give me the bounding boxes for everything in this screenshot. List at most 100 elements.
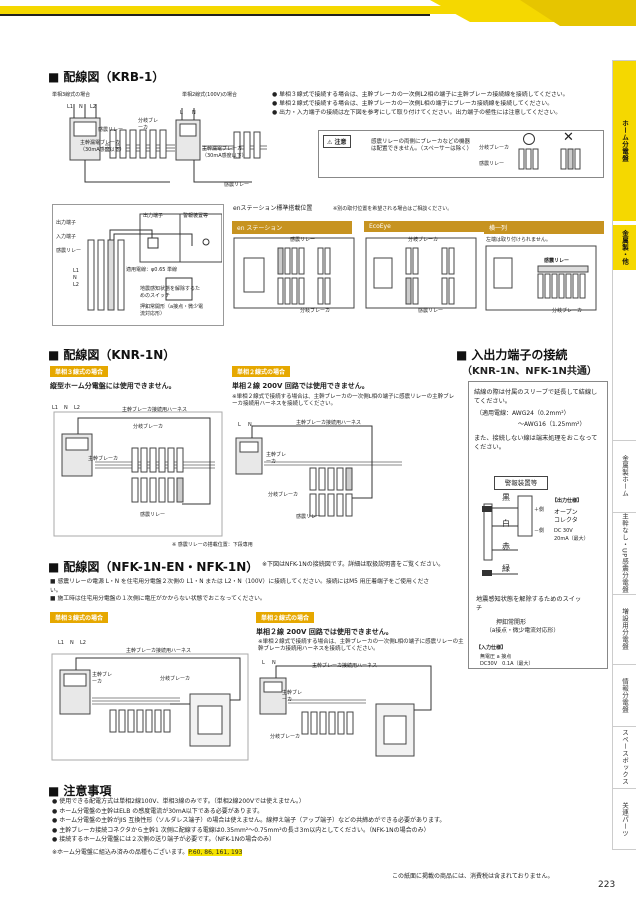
io-switch3: （a接点・微少電流対応形） <box>486 628 560 634</box>
io-subtitle: （KNR-1N、NFK-1N共通） <box>462 366 597 377</box>
en-title: enステーション標準搭載位置 <box>233 205 313 212</box>
knr2-branch: 分岐ブレーカ <box>268 492 299 498</box>
knr2-harness: 主幹ブレーカ接続用ハーネス <box>296 420 362 426</box>
side-tab-space-box[interactable]: スペースボックス <box>613 726 636 787</box>
knr-tag-3wire: 単相３線式の場合 <box>50 366 109 377</box>
krb3-label-l2: L2 <box>90 104 96 110</box>
caution-sample-diagram <box>518 148 581 170</box>
krb-terminal-l1: L1 <box>73 268 79 274</box>
knr-foot: ※ 感震リレーの搭載位置：下段専用 <box>172 542 253 548</box>
io-out-spec-2: DC 30V <box>554 528 573 534</box>
krb-2wire-diagram <box>172 100 272 190</box>
knr-2wire-diagram <box>232 418 407 528</box>
side-tab-no-main[interactable]: 主幹なし・UP感震分電盤 <box>613 512 636 593</box>
section-title-io: 入出力端子の接続 <box>456 346 567 363</box>
nfk2-main: 主幹ブレーカ <box>282 690 303 703</box>
side-tab-parts[interactable]: 关連パーツ <box>613 788 636 850</box>
krb-terminal-diagram-box <box>52 204 224 326</box>
krb3-main-label: 主幹漏電ブレーカ（30mA感度以下） <box>80 140 125 153</box>
en-note: ※別の取付位置を希望される場合はご相談ください。 <box>333 206 453 212</box>
knr3-relay: 感震リレー <box>140 512 166 518</box>
krb2-label-l: L <box>180 110 183 116</box>
io-color-green: 緑 <box>502 564 510 573</box>
caution-badge: ⚠ 注意 <box>323 135 351 148</box>
side-tab-metal-home[interactable]: 金属製ホーム <box>613 440 636 511</box>
krb3-label-n: N <box>79 104 83 110</box>
io-wiring-diagram <box>482 488 603 576</box>
io-in-spec-1: DC30V 0.1A（最大） <box>480 661 534 667</box>
krb-alarm-label: 警報装置等 <box>183 213 209 219</box>
side-tab-home-panel[interactable]: ホーム分電盤 <box>613 60 636 221</box>
krb2-label-n: N <box>192 110 196 116</box>
nfk3-l1: L1 <box>58 640 64 646</box>
knr2-relay: 感震リレー <box>296 514 322 520</box>
en-tab-row: 横一列 <box>484 221 604 234</box>
caution-text: 感震リレーの両側にブレーカなどの機器は配置できません。（スペーサーは除く） <box>371 139 473 152</box>
side-tab-expansion[interactable]: 増設用分電盤 <box>613 594 636 663</box>
nfk3-branch: 分岐ブレーカ <box>160 676 191 682</box>
nfk3-n: N <box>70 640 74 646</box>
section-title-krb: 配線図（KRB-1） <box>48 68 164 85</box>
krb2-relay-label: 感震リレー <box>224 182 250 188</box>
io-color-red: 赤 <box>502 542 510 551</box>
en-station-diagram <box>232 234 357 314</box>
krb-reset-switch2: 押釦常開形（a接点・微少電流対応形） <box>140 304 204 317</box>
io-switch1: 地震感知状態を解除するためのスイッチ <box>476 596 582 612</box>
knr3-n: N <box>64 405 68 411</box>
nfk-title-note: ※下図はNFK-1Nの接続図です。詳細は取扱説明書をご覧ください。 <box>262 561 445 568</box>
en-station-branch: 分岐ブレーカ <box>300 308 331 314</box>
knr-warn-3wire: 縦型ホーム分電盤には使用できません。 <box>50 382 176 390</box>
krb-notes: 単相３線式で接続する場合は、主幹ブレーカの一次側L2相の端子に主幹ブレーカ接続線… <box>272 91 606 118</box>
krb2-main-label: 主幹漏電ブレーカ（30mA感度以下） <box>202 146 247 159</box>
knr2-l: L <box>238 422 241 428</box>
io-out-spec-3: 20mA（最大） <box>554 536 589 542</box>
nfk2-harness: 主幹ブレーカ接続用ハーネス <box>312 663 378 669</box>
nfk3-l2: L2 <box>80 640 86 646</box>
knr3-branch: 分岐ブレーカ <box>133 424 164 430</box>
knr-note-2wire: ※単相２線式で接続する場合は、主幹ブレーカの一次側L相の端子に感震リレーの主幹ブ… <box>232 394 455 407</box>
krb-terminal-wiring <box>82 210 222 322</box>
section-title-knr: 配線図（KNR-1N） <box>48 346 175 363</box>
warning-icon: ⚠ <box>327 139 333 146</box>
krb3-label-l1: L1 <box>67 104 73 110</box>
krb3-relay-label: 感震リレー <box>98 127 124 133</box>
krb-sub-2wire: 単相2線式(100V)の場合 <box>182 92 238 98</box>
io-box <box>468 381 608 669</box>
side-rule <box>612 60 613 850</box>
nfk2-l: L <box>262 660 265 666</box>
caution-ref-pages[interactable]: P.60, 86, 161, 193 <box>188 849 243 856</box>
en-row-branch: 分岐ブレーカ <box>552 308 583 314</box>
caution-box: ⚠ 注意 感震リレーの両側にブレーカなどの機器は配置できません。（スペーサーは除… <box>318 130 604 178</box>
nfk3-main: 主幹ブレーカ <box>92 672 113 685</box>
cross-ng-icon: ✕ <box>563 130 574 145</box>
nfk2-branch: 分岐ブレーカ <box>270 734 301 740</box>
en-row-relay: 感震リレー <box>544 258 570 264</box>
krb3-branch-label: 分岐ブレーカ <box>138 118 159 131</box>
nfk2-n: N <box>272 660 276 666</box>
footer-tax-note: この紙面に掲載の商品には、消費税は含まれておりません。 <box>392 873 554 880</box>
io-in-spec-0: 無電圧 a 接点 <box>480 654 512 660</box>
nfk3-harness: 主幹ブレーカ接続用ハーネス <box>126 648 192 654</box>
caution-branch: 分岐ブレーカ <box>479 145 510 151</box>
caution-ref: ※ホーム分電盤に組込み済みの品種もございます。P.60, 86, 161, 19… <box>52 849 243 856</box>
knr-tag-2wire: 単相２線式の場合 <box>232 366 291 377</box>
knr2-main: 主幹ブレーカ <box>266 452 287 465</box>
page-number: 223 <box>598 880 616 890</box>
caution-relay: 感震リレー <box>479 161 505 167</box>
en-tab-ecoeye: EcoEye <box>364 221 484 232</box>
knr3-harness: 主幹ブレーカ接続用ハーネス <box>122 407 188 413</box>
io-in-spec-title: 【入力仕様】 <box>476 645 507 651</box>
nfk-2wire-diagram <box>256 656 446 766</box>
io-color-white: 白 <box>502 519 510 528</box>
en-station-relay: 感震リレー <box>290 237 316 243</box>
io-text2: （適用電線：AWG24（0.2mm²） <box>476 410 570 417</box>
nfk-notes: 感震リレーの電源 L・N を住宅用分電盤２次側の L1・N または L2・N（1… <box>50 578 430 604</box>
krb-3wire-diagram <box>50 100 180 190</box>
side-tab-info[interactable]: 情報分電盤 <box>613 664 636 725</box>
nfk-warn-2wire: 単相２線 200V 回路では使用できません。 <box>256 628 393 636</box>
io-out-spec-0: オープン <box>554 509 578 516</box>
en-ecoeye-diagram <box>364 234 479 314</box>
nfk-tag-3wire: 単相３線式の場合 <box>50 612 109 623</box>
io-alarm-box: 警報装置等 <box>494 476 548 490</box>
side-tab-metal[interactable]: 金属製・他 <box>613 225 636 270</box>
